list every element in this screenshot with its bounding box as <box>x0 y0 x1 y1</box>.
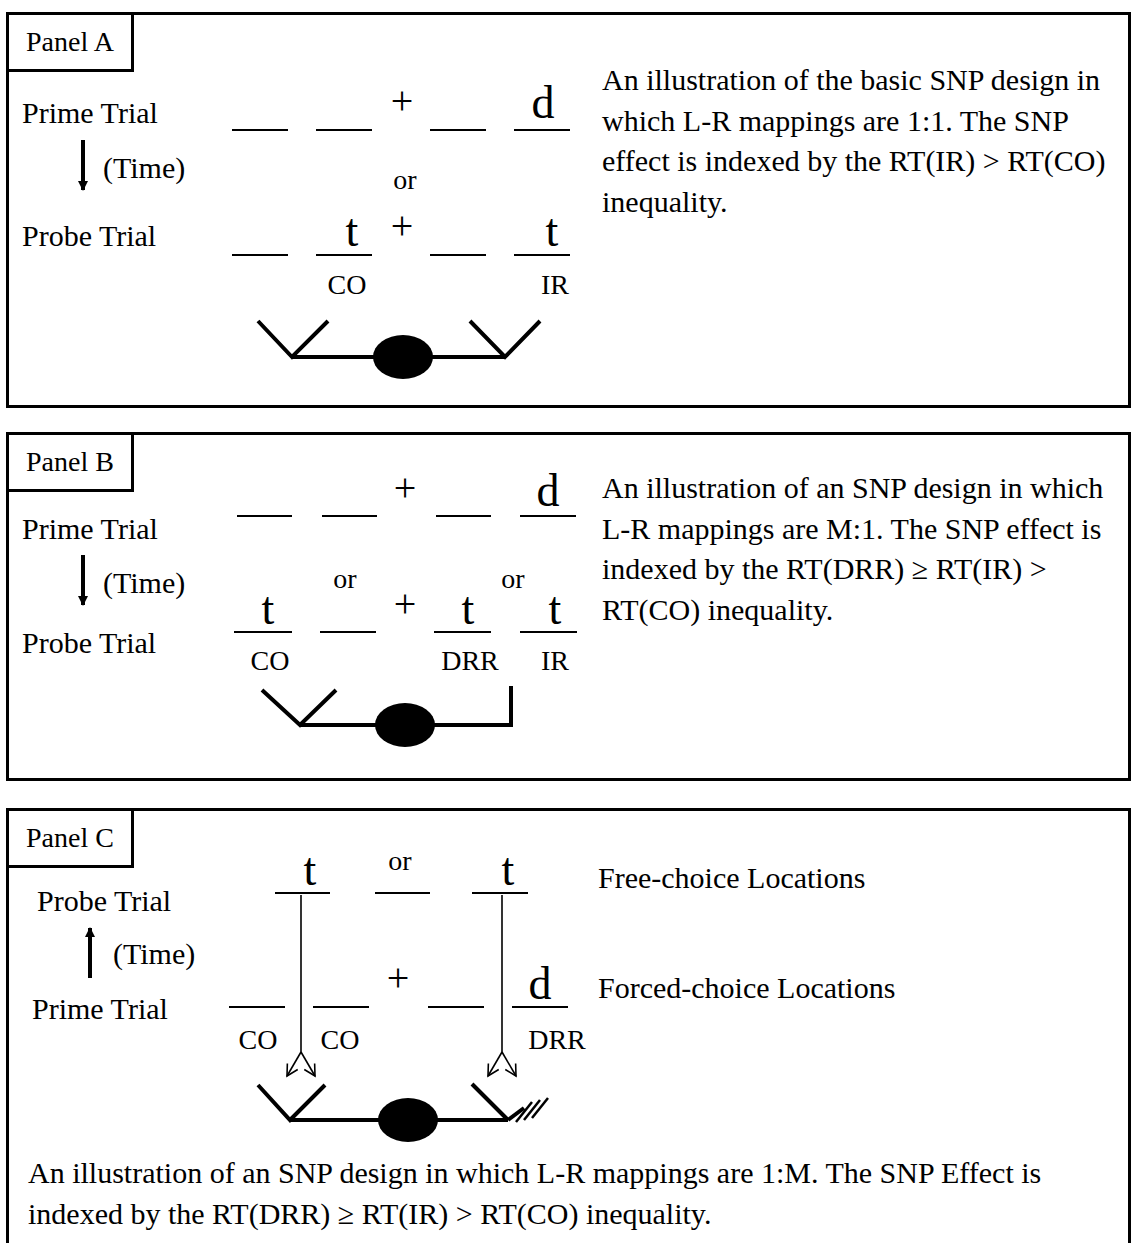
condition-label: CO <box>251 647 290 675</box>
panel-description: An illustration of an SNP design in whic… <box>602 468 1127 630</box>
mapping-arrows <box>287 895 516 1076</box>
or-label: or <box>333 565 356 593</box>
panel-tag: Panel B <box>6 432 134 492</box>
target-letter: t <box>462 586 475 632</box>
panel-box: An illustration of the basic SNP design … <box>6 12 1131 408</box>
location-label: Forced-choice Locations <box>598 973 895 1003</box>
location-blanks <box>234 516 577 632</box>
panel-tag: Panel A <box>6 12 134 72</box>
distractor-letter: d <box>537 468 560 514</box>
trial-label: Probe Trial <box>22 628 156 658</box>
location-label: Free-choice Locations <box>598 863 865 893</box>
target-letter: t <box>502 847 515 893</box>
location-blanks <box>229 893 568 1007</box>
fixation-cross: + <box>391 206 414 246</box>
fixation-cross: + <box>394 468 417 508</box>
condition-label: DRR <box>528 1026 586 1054</box>
target-letter: t <box>346 208 359 254</box>
panel-description: An illustration of an SNP design in whic… <box>28 1153 1078 1234</box>
trial-label: Probe Trial <box>22 221 156 251</box>
target-letter: t <box>262 586 275 632</box>
time-label: (Time) <box>103 153 185 183</box>
condition-label: IR <box>541 647 569 675</box>
hand-dot <box>378 1098 438 1142</box>
hand-dot <box>373 335 433 379</box>
distractor-letter: d <box>529 961 552 1007</box>
fixation-cross: + <box>387 958 410 998</box>
condition-label: CO <box>239 1026 278 1054</box>
time-label: (Time) <box>113 939 195 969</box>
time-arrow <box>88 928 92 978</box>
time-label: (Time) <box>103 568 185 598</box>
trial-label: Prime Trial <box>22 514 158 544</box>
trial-label: Prime Trial <box>22 98 158 128</box>
fixation-cross: + <box>394 584 417 624</box>
location-blanks <box>232 130 570 255</box>
or-label: or <box>501 565 524 593</box>
fixation-cross: + <box>391 81 414 121</box>
blocked-hatch <box>516 1098 548 1122</box>
target-letter: t <box>304 847 317 893</box>
trial-label: Prime Trial <box>32 994 168 1024</box>
condition-label: DRR <box>441 647 499 675</box>
panel-description: An illustration of the basic SNP design … <box>602 60 1127 222</box>
condition-label: CO <box>321 1026 360 1054</box>
target-letter: t <box>549 586 562 632</box>
panel-box: An illustration of an SNP design in whic… <box>6 432 1131 781</box>
panel-tag-text: Panel B <box>26 448 114 476</box>
panel-tag-text: Panel C <box>26 824 114 852</box>
trial-label: Probe Trial <box>37 886 171 916</box>
distractor-letter: d <box>532 80 555 126</box>
panel-tag-text: Panel A <box>26 28 114 56</box>
time-arrow <box>81 555 85 605</box>
time-arrow <box>81 140 85 190</box>
condition-label: CO <box>328 271 367 299</box>
or-label: or <box>393 166 416 194</box>
condition-label: IR <box>541 271 569 299</box>
panel-tag: Panel C <box>6 808 134 868</box>
or-label: or <box>388 847 411 875</box>
hand-dot <box>375 703 435 747</box>
target-letter: t <box>546 208 559 254</box>
